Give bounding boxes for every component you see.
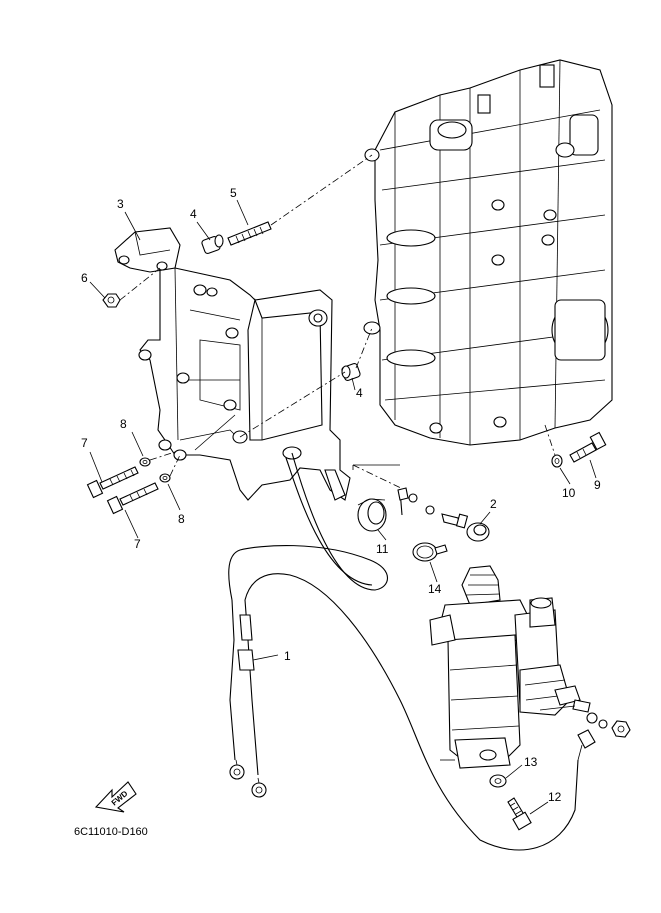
callout-4-upper: 4	[190, 207, 197, 221]
callout-11: 11	[376, 542, 389, 556]
electrical-bracket	[138, 264, 351, 501]
part-6-nut	[102, 267, 161, 308]
starter-terminal-hardware	[577, 712, 631, 761]
part-4-collar-upper	[201, 234, 224, 255]
callout-3: 3	[117, 197, 124, 211]
callout-9: 9	[594, 478, 601, 492]
engine-block	[363, 59, 613, 446]
starter-motor	[429, 565, 591, 769]
part-5-stud-bolt	[227, 154, 373, 246]
leader-lines	[89, 199, 597, 815]
part-3-bracket	[114, 227, 181, 273]
callout-2: 2	[490, 497, 497, 511]
part-14-clamp	[412, 542, 448, 562]
part-4-collar-lower	[239, 327, 373, 438]
callout-4-lower: 4	[356, 386, 363, 400]
callout-8-lower: 8	[178, 512, 185, 526]
callout-14: 14	[428, 582, 442, 596]
part-2-cap	[466, 522, 490, 542]
part-11-grommet	[357, 498, 387, 532]
part-7-bolt-upper	[86, 466, 139, 499]
diagram-code: 6C11010-D160	[74, 826, 148, 838]
callout-7-upper: 7	[81, 436, 88, 450]
callout-10: 10	[562, 486, 576, 500]
callout-1: 1	[284, 649, 291, 663]
part-9-bolt	[569, 431, 607, 463]
callout-12: 12	[548, 790, 562, 804]
terminal-hardware	[352, 464, 469, 529]
part-1-wire-harness	[228, 452, 579, 851]
callout-5: 5	[230, 186, 237, 200]
callout-labels: 1 2 3 4 4 5 6 7 7 8 8 9 10 11 12 13 14	[81, 186, 601, 804]
callout-8-upper: 8	[120, 417, 127, 431]
part-12-bolt	[507, 797, 532, 831]
part-8-washers	[139, 451, 181, 483]
callout-6: 6	[81, 271, 88, 285]
fwd-arrow-icon: FWD	[94, 781, 137, 813]
part-13-washer	[489, 774, 507, 788]
part-10-washer	[544, 424, 563, 468]
callout-13: 13	[524, 755, 538, 769]
callout-7-lower: 7	[134, 537, 141, 551]
part-7-bolt-lower	[106, 482, 159, 515]
